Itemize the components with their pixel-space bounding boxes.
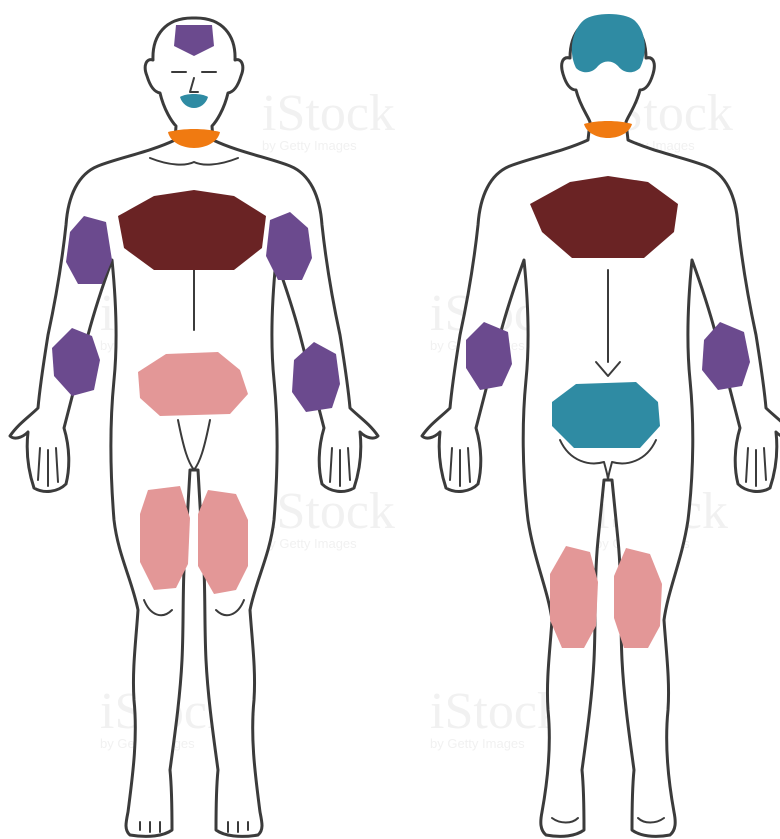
back-buttocks-region bbox=[552, 382, 660, 448]
watermark-brand: iStock bbox=[430, 683, 563, 740]
back-elbow-right-region bbox=[702, 322, 750, 390]
watermark-credit: by Getty Images bbox=[262, 536, 357, 551]
front-thigh-left-region bbox=[140, 486, 190, 590]
front-forearm-right-region bbox=[292, 342, 340, 412]
watermark-brand: iStock bbox=[262, 85, 395, 142]
watermark-credit: by Getty Images bbox=[262, 138, 357, 153]
front-thigh-right-region bbox=[198, 490, 248, 594]
watermark-brand: iStock bbox=[262, 483, 395, 540]
watermark-credit: by Getty Images bbox=[430, 736, 525, 751]
